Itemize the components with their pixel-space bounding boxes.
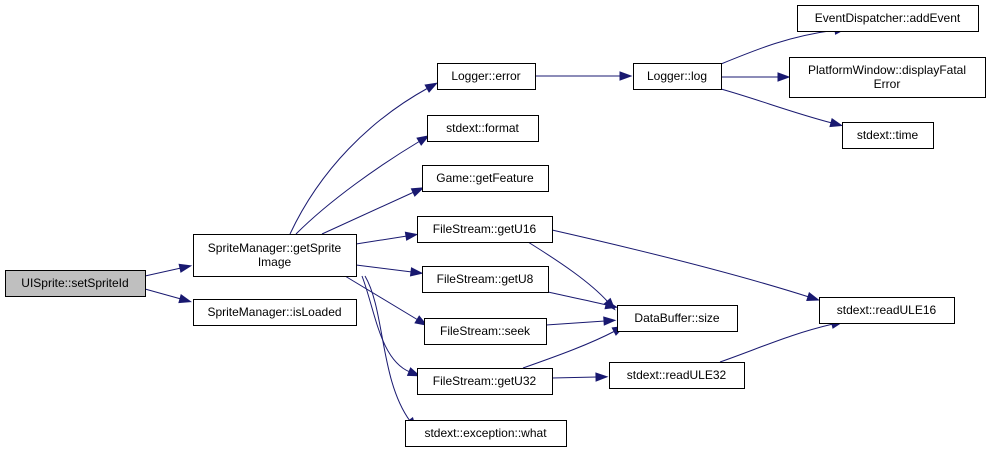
- arrowhead: [410, 187, 425, 197]
- nodes-layer: UISprite::setSpriteId SpriteManager::getS…: [5, 5, 986, 447]
- node-box: [417, 216, 553, 243]
- arrowhead: [409, 267, 424, 277]
- edge-loggerError-to-loggerLog: [535, 71, 633, 81]
- edges-layer: [144, 25, 848, 431]
- node-box: [789, 57, 986, 98]
- node-loggerLog[interactable]: Logger::log: [633, 63, 722, 90]
- node-label: SpriteManager::getSprite: [208, 241, 342, 255]
- node-label: FileStream::getU16: [433, 222, 537, 236]
- node-label: EventDispatcher::addEvent: [815, 11, 961, 25]
- node-readULE16[interactable]: stdext::readULE16: [819, 297, 955, 324]
- node-stdextTime[interactable]: stdext::time: [842, 122, 934, 149]
- arrowhead: [414, 315, 428, 326]
- arrowhead: [806, 292, 820, 302]
- node-label: stdext::exception::what: [424, 426, 547, 440]
- node-box: [193, 234, 357, 277]
- node-fsGetU16[interactable]: FileStream::getU16: [417, 216, 553, 243]
- node-label: FileStream::seek: [440, 324, 531, 338]
- edge-getSpriteImage-to-fsSeek: [344, 275, 428, 326]
- node-dataBufferSize[interactable]: DataBuffer::size: [617, 305, 738, 332]
- node-label: stdext::time: [857, 128, 919, 142]
- node-label: stdext::readULE16: [837, 303, 937, 317]
- edge-setSpriteId-to-getSpriteImage: [144, 263, 193, 277]
- arrowhead: [604, 300, 619, 310]
- edge-loggerLog-to-stdextTime: [720, 88, 844, 128]
- node-label: Logger::error: [451, 69, 520, 83]
- node-box: [819, 297, 955, 324]
- edge-loggerLog-to-displayFatalError: [721, 72, 791, 82]
- edge-fsGetU16-to-readULE16: [551, 229, 820, 302]
- node-isLoaded[interactable]: SpriteManager::isLoaded: [193, 299, 357, 326]
- node-fsGetU32[interactable]: FileStream::getU32: [417, 368, 553, 395]
- node-box: [617, 305, 738, 332]
- node-box: [633, 63, 722, 90]
- node-box: [842, 122, 934, 149]
- node-label: SpriteManager::isLoaded: [207, 305, 341, 319]
- node-label: UISprite::setSpriteId: [21, 276, 128, 290]
- node-box: [422, 165, 549, 192]
- edge-readULE32-to-readULE16: [719, 319, 845, 363]
- edge-getSpriteImage-to-gameGetFeature: [321, 187, 425, 235]
- node-label: Logger::log: [647, 69, 707, 83]
- node-box: [427, 115, 539, 142]
- arrowhead: [178, 263, 193, 273]
- node-fsSeek[interactable]: FileStream::seek: [424, 318, 547, 345]
- node-exceptionWhat[interactable]: stdext::exception::what: [405, 420, 567, 447]
- edge-getSpriteImage-to-fsGetU32: [361, 275, 421, 377]
- node-label: PlatformWindow::displayFatal: [808, 63, 966, 77]
- arrowhead: [595, 372, 609, 382]
- arrowhead: [416, 135, 430, 146]
- node-label: DataBuffer::size: [634, 311, 719, 325]
- node-label: Error: [874, 77, 901, 91]
- arrowhead: [777, 72, 791, 82]
- node-loggerError[interactable]: Logger::error: [437, 63, 536, 90]
- node-box: [797, 5, 979, 32]
- node-box: [437, 63, 536, 90]
- edge-getSpriteImage-to-stdextFormat: [295, 135, 430, 235]
- node-label: FileStream::getU32: [433, 374, 537, 388]
- node-readULE32[interactable]: stdext::readULE32: [609, 362, 745, 389]
- edge-fsGetU8-to-dataBufferSize: [547, 291, 619, 310]
- node-stdextFormat[interactable]: stdext::format: [427, 115, 539, 142]
- node-label: FileStream::getU8: [437, 272, 534, 286]
- node-label: stdext::format: [446, 121, 519, 135]
- edge-getSpriteImage-to-fsGetU16: [355, 231, 419, 245]
- arrowhead: [406, 367, 421, 377]
- node-box: [422, 266, 549, 293]
- node-fsGetU8[interactable]: FileStream::getU8: [422, 266, 549, 293]
- node-box: [609, 362, 745, 389]
- node-setSpriteId[interactable]: UISprite::setSpriteId: [5, 270, 146, 297]
- node-addEvent[interactable]: EventDispatcher::addEvent: [797, 5, 979, 32]
- node-label: Game::getFeature: [436, 171, 534, 185]
- edge-fsSeek-to-dataBufferSize: [545, 316, 617, 326]
- edge-setSpriteId-to-isLoaded: [144, 288, 193, 304]
- arrowhead: [603, 316, 617, 326]
- node-label: Image: [258, 255, 292, 269]
- node-box: [5, 270, 146, 297]
- node-label: stdext::readULE32: [627, 368, 727, 382]
- arrowhead: [424, 82, 439, 93]
- node-box: [193, 299, 357, 326]
- arrowhead: [404, 231, 419, 241]
- arrowhead: [619, 71, 633, 81]
- node-box: [405, 420, 567, 447]
- edge-getSpriteImage-to-loggerError: [289, 82, 439, 235]
- node-box: [417, 368, 553, 395]
- node-gameGetFeature[interactable]: Game::getFeature: [422, 165, 549, 192]
- node-box: [424, 318, 547, 345]
- edge-fsGetU32-to-readULE32: [551, 372, 609, 382]
- arrowhead: [829, 118, 844, 128]
- arrowhead: [178, 294, 193, 304]
- edge-getSpriteImage-to-fsGetU8: [355, 264, 424, 277]
- edge-getSpriteImage-to-exceptionWhat: [364, 275, 417, 431]
